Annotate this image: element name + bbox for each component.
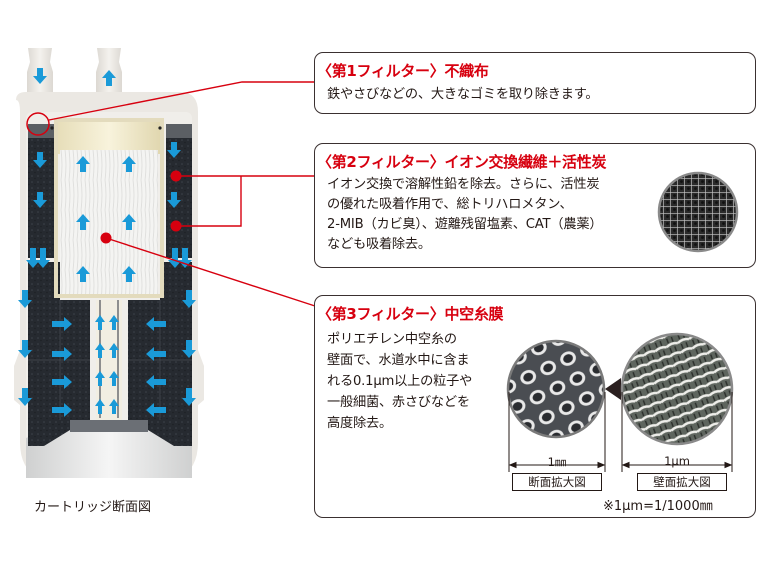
filter-2-box: 〈第2フィルター〉イオン交換繊維＋活性炭 イオン交換で溶解性鉛を除去。さらに、活… [314, 143, 756, 268]
callout-leaders [26, 81, 316, 307]
filter-1-description: 鉄やさびなどの、大きなゴミを取り除きます。 [327, 87, 599, 102]
filter-3-box: 〈第3フィルター〉中空糸膜 ポリエチレン中空糸の 壁面で、水道水中に含ま れる0… [314, 295, 756, 518]
wall-scale: 1μm [664, 454, 690, 468]
filter-2-description: イオン交換で溶解性鉛を除去。さらに、活性炭 の優れた吸着作用で、総トリハロメタン… [327, 177, 603, 252]
cross-section-scale: 1㎜ [547, 455, 567, 469]
activated-carbon-image [657, 171, 739, 253]
unit-note: ※1μm=1/1000㎜ [603, 499, 713, 514]
filter-3-description: ポリエチレン中空糸の 壁面で、水道水中に含ま れる0.1μm以上の粒子や 一般細… [327, 332, 473, 431]
wall-label: 壁面拡大図 [637, 473, 727, 491]
filter-1-box: 〈第1フィルター〉不織布 鉄やさびなどの、大きなゴミを取り除きます。 [314, 52, 756, 114]
filter-1-title: 〈第1フィルター〉不織布 [317, 62, 489, 80]
cartridge-caption: カートリッジ断面図 [34, 500, 152, 515]
cross-section-label: 断面拡大図 [512, 473, 602, 491]
hollow-fiber-images [506, 332, 734, 472]
filter-2-title: 〈第2フィルター〉イオン交換繊維＋活性炭 [317, 153, 607, 171]
flow-arrows [18, 68, 196, 417]
filter-3-title: 〈第3フィルター〉中空糸膜 [317, 305, 504, 323]
